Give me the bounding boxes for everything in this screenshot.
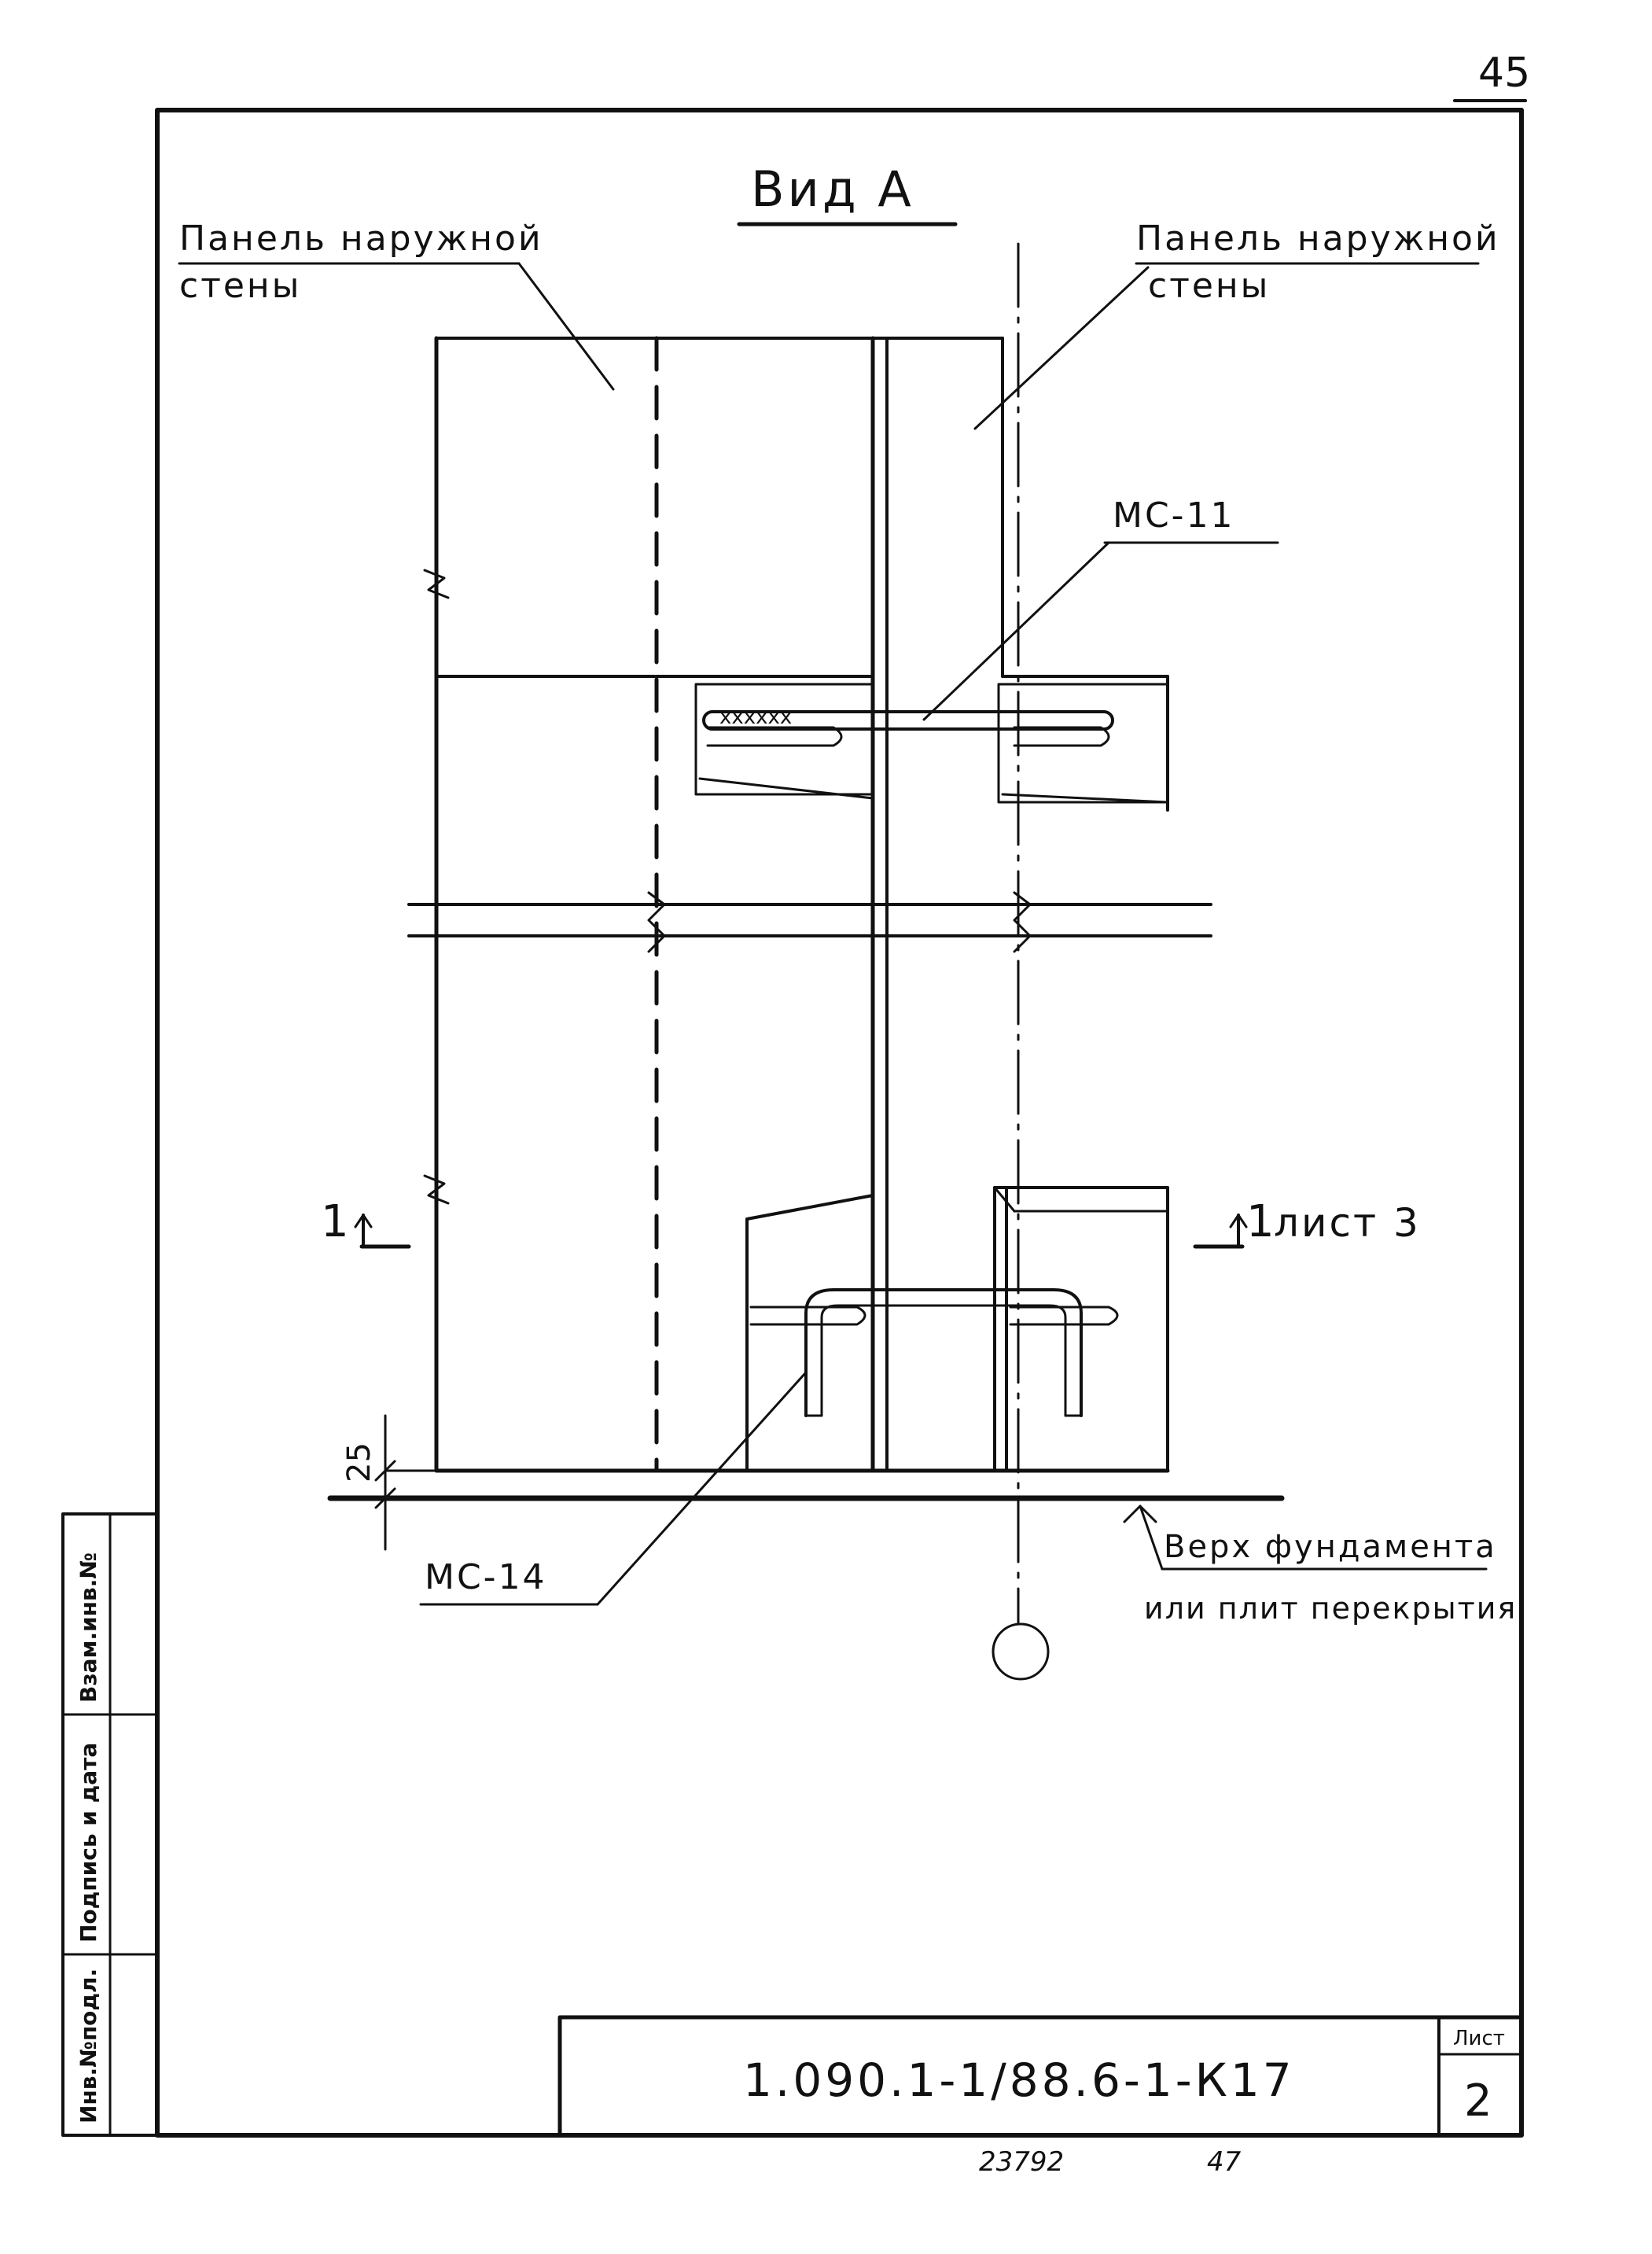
section-right-number: 1 — [1246, 1196, 1275, 1247]
dimension-text: 25 — [341, 1442, 377, 1482]
leader-panel-left — [517, 262, 615, 391]
stamp-inv-podl: Инв.№подл. — [75, 1969, 101, 2123]
section-mark-left: 1 — [321, 1196, 411, 1249]
stamp-vzam-inv: Взам.инв.№ — [75, 1552, 101, 1703]
wall-panels — [423, 242, 1170, 1681]
leader-mc11 — [922, 541, 1110, 721]
hatch-marks: xxxxxx — [719, 705, 792, 729]
label-mc11: МС-11 — [1113, 495, 1235, 536]
stamp-signature-date: Подпись и дата — [75, 1743, 101, 1943]
page-number: 45 — [1478, 50, 1530, 97]
side-stamp: Инв.№подл. Подпись и дата Взам.инв.№ — [61, 1512, 159, 2137]
bottom-note-page: 47 — [1207, 2146, 1242, 2178]
bottom-note-archive: 23792 — [979, 2146, 1064, 2178]
doc-code: 1.090.1-1/88.6-1-К17 — [743, 2053, 1295, 2107]
rod-mc14 — [804, 1288, 1083, 1417]
label-mc14: МС-14 — [425, 1557, 547, 1597]
leader-mc14 — [596, 1371, 808, 1606]
section-left-number: 1 — [321, 1196, 349, 1247]
label-panel-right-line2: стены — [1148, 266, 1270, 306]
sheet-label: Лист — [1453, 2027, 1505, 2050]
axis-marker — [992, 1622, 1050, 1681]
drawing-frame — [155, 108, 1524, 2138]
label-foundation-line1: Верх фундамента — [1164, 1529, 1497, 1565]
lower-joint — [745, 1186, 1169, 1472]
title-block: 1.090.1-1/88.6-1-К17 Лист 2 — [557, 2015, 1524, 2138]
section-sheet-ref: лист 3 — [1274, 1200, 1421, 1246]
dimension-25: 25 — [341, 1414, 438, 1551]
upper-joint: xxxxxx — [407, 675, 1212, 953]
label-foundation-line2: или плит перекрытия — [1144, 1591, 1517, 1626]
label-panel-right-line1: Панель наружной — [1136, 219, 1500, 259]
label-panel-left-line1: Панель наружной — [179, 219, 543, 259]
section-mark-right: 1 лист 3 — [1193, 1196, 1421, 1249]
view-title: Вид А — [751, 160, 914, 218]
label-panel-left-line2: стены — [179, 266, 301, 306]
sheet-number: 2 — [1464, 2075, 1492, 2127]
rod-mc11 — [702, 710, 1114, 731]
